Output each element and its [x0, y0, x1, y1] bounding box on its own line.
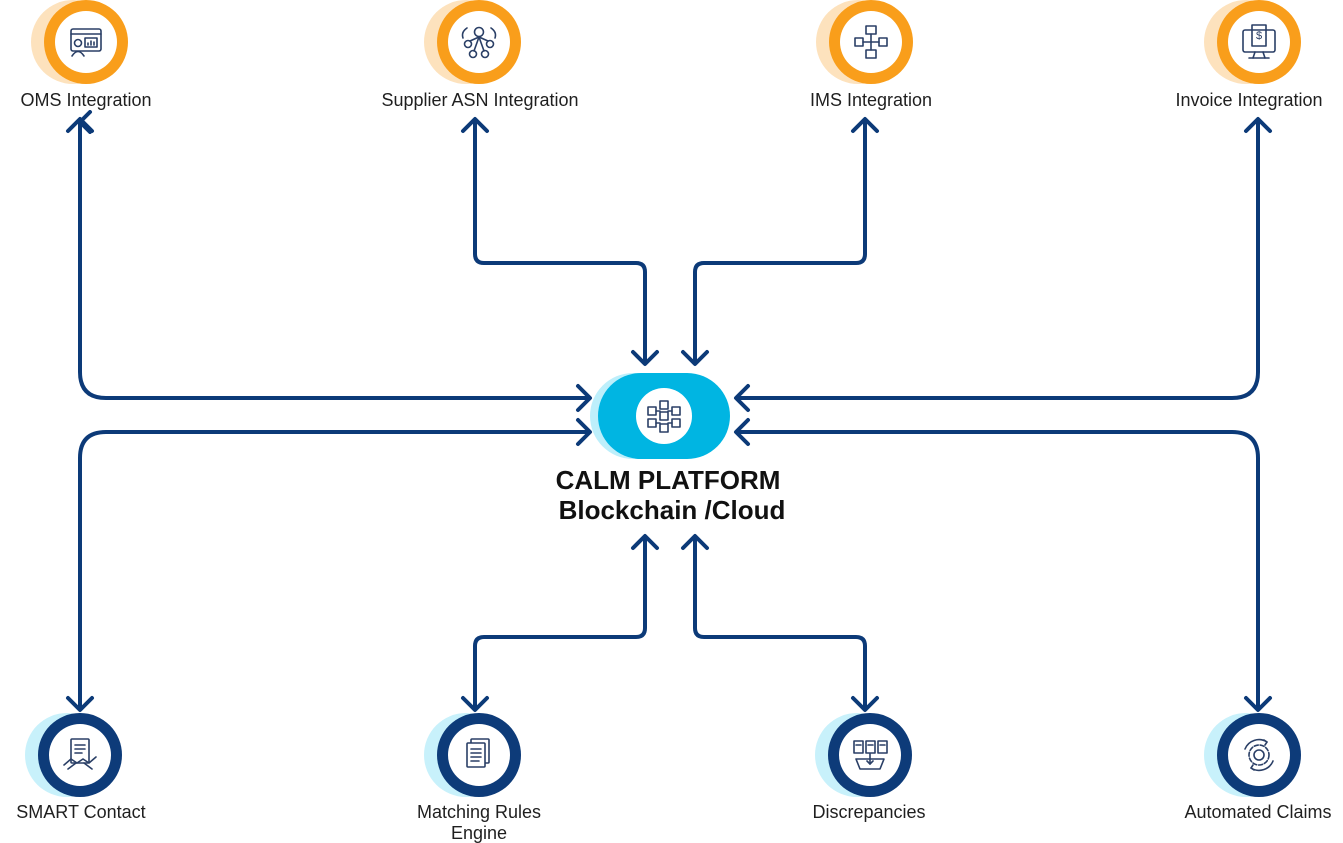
connector-oms: [78, 110, 590, 400]
contract-handshake-icon: [63, 738, 97, 770]
invoice-monitor-icon: $: [1242, 24, 1276, 59]
arrow-up-oms: [66, 117, 94, 133]
arrow-right-center-bottom: [576, 418, 592, 446]
node-automated-claims[interactable]: Automated Claims: [1184, 713, 1332, 822]
gear-cycle-icon: [1244, 738, 1274, 772]
node-inner: [49, 724, 111, 786]
node-inner: [55, 11, 117, 73]
node-label: IMS Integration: [810, 90, 932, 110]
node-inner: [448, 11, 510, 73]
arrow-down-discrepancies: [851, 696, 879, 712]
arrow-down-matching: [461, 696, 489, 712]
connector-automated-claims: [736, 430, 1260, 708]
arrow-up-invoice: [1244, 117, 1272, 133]
network-people-icon: [461, 26, 497, 59]
connector-discrepancies: [693, 536, 867, 708]
svg-text:$: $: [1256, 30, 1262, 42]
arrow-up-center-left: [631, 534, 659, 550]
arrow-up-ims: [851, 117, 879, 133]
arrow-down-claims: [1244, 696, 1272, 712]
node-label-line2: Engine: [451, 823, 507, 843]
arrow-down-center-right: [681, 350, 709, 366]
node-label: Discrepancies: [812, 802, 925, 822]
node-smart-contact[interactable]: SMART Contact: [16, 713, 146, 822]
arrow-left-center-top: [734, 384, 750, 412]
connector-matching-rules: [473, 536, 647, 708]
node-inner: [1228, 11, 1290, 73]
node-label: Automated Claims: [1184, 802, 1331, 822]
arrow-up-center-right: [681, 534, 709, 550]
arrow-down-smart: [66, 696, 94, 712]
arrow-left-center-bottom: [734, 418, 750, 446]
node-invoice-integration[interactable]: $ Invoice Integration: [1175, 0, 1323, 110]
node-matching-rules-engine[interactable]: Matching Rules Engine: [417, 713, 541, 843]
arrow-up-supplier: [461, 117, 489, 133]
connectors: [78, 110, 1260, 708]
node-supplier-asn-integration[interactable]: Supplier ASN Integration: [381, 0, 579, 110]
node-ims-integration[interactable]: IMS Integration: [810, 0, 932, 110]
center-title-line2: Blockchain /Cloud: [559, 495, 786, 525]
node-label: Supplier ASN Integration: [381, 90, 578, 110]
documents-compare-icon: [853, 740, 888, 770]
document-stack-icon: [466, 738, 490, 768]
connector-invoice: [736, 120, 1260, 400]
node-oms-integration[interactable]: OMS Integration: [20, 0, 152, 110]
center-title-line1: CALM PLATFORM: [556, 465, 781, 495]
node-inner: [1228, 724, 1290, 786]
connector-supplier-asn: [473, 120, 647, 364]
arrow-down-center-left: [631, 350, 659, 366]
center-icon-bg: [636, 388, 692, 444]
arrowheads: [66, 117, 1272, 712]
arrow-right-center-top: [576, 384, 592, 412]
node-label: OMS Integration: [20, 90, 151, 110]
connector-smart-contract: [78, 430, 590, 708]
node-label-line1: Matching Rules: [417, 802, 541, 822]
blockchain-cubes-icon: [647, 400, 681, 433]
inventory-flow-icon: [854, 25, 888, 59]
node-label: Invoice Integration: [1175, 90, 1322, 110]
node-discrepancies[interactable]: Discrepancies: [812, 713, 926, 822]
dashboard-user-icon: [70, 28, 102, 57]
connector-ims: [693, 120, 867, 364]
center-platform[interactable]: CALM PLATFORM Blockchain /Cloud: [556, 373, 786, 525]
node-label: SMART Contact: [16, 802, 145, 822]
